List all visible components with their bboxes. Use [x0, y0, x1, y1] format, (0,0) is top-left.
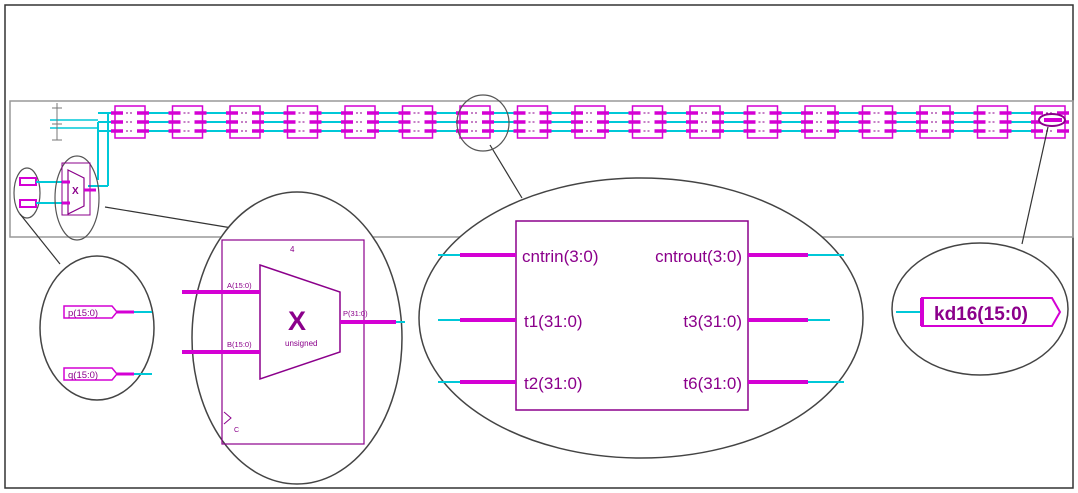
- inputs-zoom-source: [13, 167, 41, 219]
- chain-block: [858, 105, 897, 139]
- chain-block: [686, 105, 724, 139]
- chain-block: [111, 105, 149, 139]
- multiplier-port-c: C: [234, 427, 239, 434]
- chain-block: [973, 105, 1012, 139]
- multiplier-zoom: 4 A(15:0) B(15:0) P(31:0) X unsigned C: [182, 191, 405, 485]
- port-t3: t3(31:0): [683, 312, 742, 331]
- output-port-kd16-label: kd16(15:0): [934, 304, 1028, 325]
- port-cntrout: cntrout(3:0): [655, 247, 742, 266]
- chain-block: [456, 105, 494, 139]
- multiplier-mode: unsigned: [285, 339, 317, 348]
- block-box: [515, 220, 749, 411]
- multiplier-port-p: P(31:0): [343, 309, 368, 318]
- block-zoom: cntrin(3:0) cntrout(3:0) t1(31:0) t3(31:…: [418, 177, 864, 459]
- chain-blocks: [111, 105, 1069, 139]
- chain-block: [743, 105, 782, 139]
- output-zoom: kd16(15:0): [891, 242, 1069, 376]
- chain-block: [168, 105, 207, 139]
- chain-block: [226, 105, 264, 139]
- chain-block: [283, 105, 322, 139]
- input-port-q: q(15:0): [63, 367, 152, 381]
- multiplier-port-b: B(15:0): [227, 340, 252, 349]
- multiplier-zoom-source: [54, 155, 100, 241]
- chain-block: [341, 105, 379, 139]
- input-port-p: p(15:0): [63, 305, 152, 319]
- input-port-q-label: q(15:0): [68, 370, 98, 381]
- chain-block: [628, 105, 667, 139]
- port-t1: t1(31:0): [524, 312, 583, 331]
- port-t2: t2(31:0): [524, 374, 583, 393]
- chain-block: [513, 105, 552, 139]
- port-t6: t6(31:0): [683, 374, 742, 393]
- chain-block: [571, 105, 609, 139]
- multiplier-symbol: X: [288, 306, 306, 336]
- block-zoom-source: [456, 94, 510, 152]
- multiplier-symbol-shape: [259, 263, 341, 381]
- port-cntrin: cntrin(3:0): [522, 247, 599, 266]
- chain-block: [916, 105, 954, 139]
- multiplier-box: [221, 239, 365, 445]
- multiplier-port-a: A(15:0): [227, 281, 252, 290]
- multiplier-header: 4: [290, 245, 295, 254]
- svg-text:X: X: [72, 186, 79, 197]
- chain-block: [398, 105, 437, 139]
- chain-block: [801, 105, 839, 139]
- callout-lines: [19, 126, 1049, 265]
- input-port-p-label: p(15:0): [68, 308, 98, 319]
- inputs-zoom: p(15:0) q(15:0): [39, 255, 155, 401]
